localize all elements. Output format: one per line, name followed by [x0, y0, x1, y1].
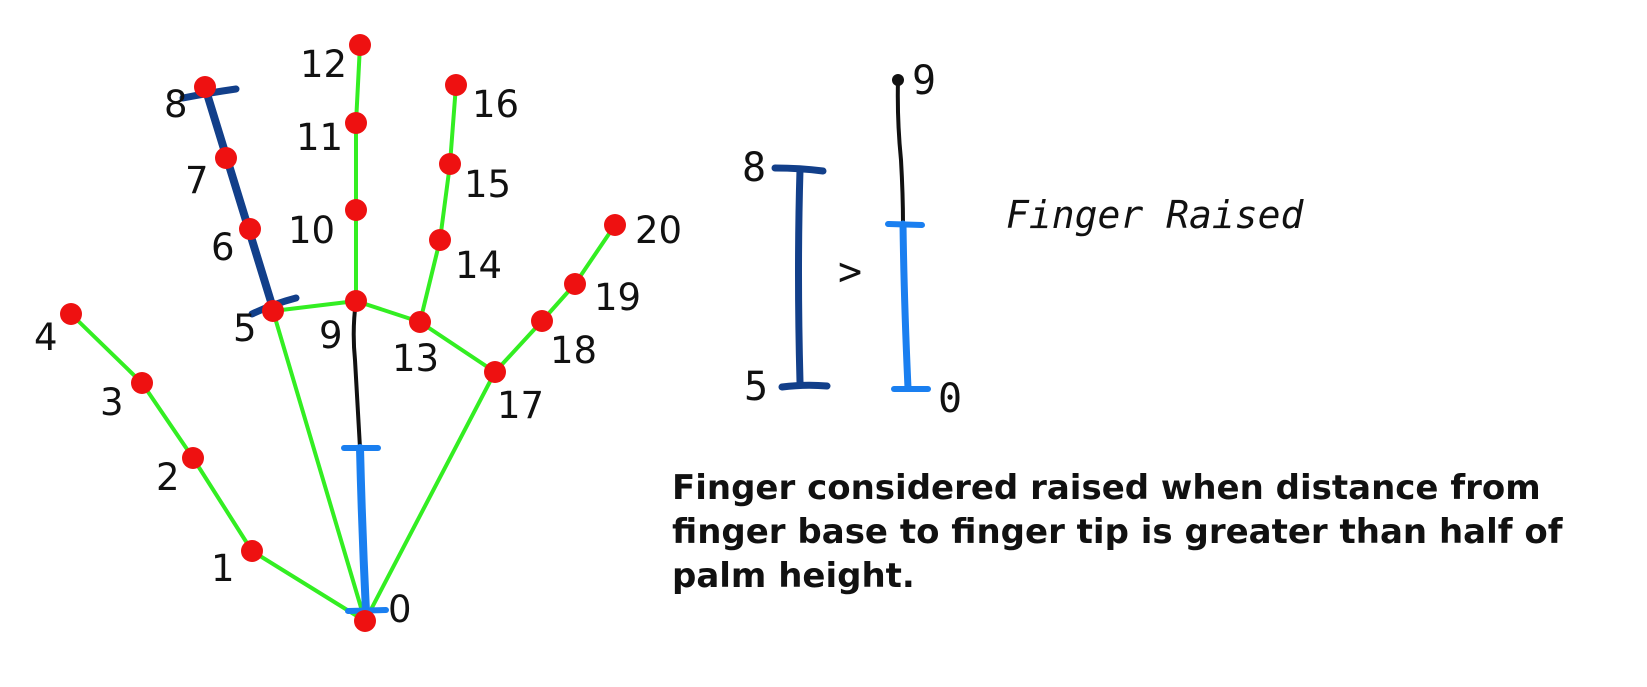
landmark-11-dot — [345, 112, 367, 134]
connection-1-2 — [191, 456, 254, 553]
landmark-points — [60, 34, 626, 632]
landmark-7-label: 7 — [185, 159, 209, 202]
palm-guide-line — [351, 300, 362, 449]
landmark-18-label: 18 — [550, 329, 597, 372]
measurement-overlay — [179, 85, 389, 616]
landmark-18-dot — [531, 310, 553, 332]
landmark-5-dot — [262, 300, 284, 322]
connection-13-14 — [418, 238, 442, 324]
landmark-11-label: 11 — [296, 116, 343, 159]
landmark-20-dot — [604, 214, 626, 236]
comparison-illustration: 8 5 > 9 0 Finger Raised — [742, 58, 1305, 422]
connection-0-17 — [363, 370, 497, 623]
landmark-3-label: 3 — [100, 381, 124, 424]
connection-14-15 — [438, 162, 452, 242]
connection-15-16 — [448, 83, 458, 166]
landmark-16-label: 16 — [472, 83, 519, 126]
landmark-10-dot — [345, 199, 367, 221]
connection-11-12 — [354, 43, 362, 125]
landmark-19-dot — [564, 273, 586, 295]
landmark-6-dot — [239, 218, 261, 240]
landmark-4-dot — [60, 303, 82, 325]
greater-than-symbol: > — [838, 249, 862, 295]
finger-bottom-cap — [778, 381, 831, 391]
landmark-19-label: 19 — [594, 276, 641, 319]
landmark-17-dot — [484, 361, 506, 383]
finger-length-bar — [795, 166, 804, 386]
finger-bottom-label: 5 — [744, 364, 768, 410]
index-finger-measure — [204, 93, 276, 309]
landmark-14-label: 14 — [455, 244, 502, 287]
connection-17-18 — [493, 319, 544, 374]
palm-bottom-label: 0 — [938, 376, 962, 422]
landmark-17-label: 17 — [497, 384, 544, 427]
finger-top-cap — [771, 164, 827, 175]
landmark-12-label: 12 — [300, 43, 347, 86]
landmark-10-label: 10 — [288, 209, 335, 252]
palm-top-label: 9 — [912, 58, 936, 104]
connection-2-3 — [140, 381, 195, 460]
landmark-0-dot — [354, 610, 376, 632]
palm-half-bar — [899, 220, 912, 392]
landmark-15-label: 15 — [464, 163, 511, 206]
landmark-14-dot — [429, 229, 451, 251]
connection-9-13 — [354, 299, 422, 324]
connection-19-20 — [573, 223, 617, 286]
landmark-7-dot — [215, 147, 237, 169]
palm-guide-line — [895, 79, 905, 225]
landmark-2-label: 2 — [156, 456, 180, 499]
landmark-13-dot — [409, 311, 431, 333]
connection-5-9 — [271, 299, 358, 313]
landmark-20-label: 20 — [635, 209, 682, 252]
result-label: Finger Raised — [1006, 193, 1305, 237]
landmark-9-dot — [345, 290, 367, 312]
finger-top-label: 8 — [742, 145, 766, 191]
palm-half-measure — [356, 444, 370, 616]
caption-text: Finger considered raised when distance f… — [672, 468, 1563, 596]
landmark-8-label: 8 — [164, 83, 188, 126]
landmark-4-label: 4 — [34, 316, 58, 359]
connection-3-4 — [69, 312, 144, 385]
palm-mid-cap — [885, 221, 925, 228]
landmark-8-dot — [194, 76, 216, 98]
landmark-0-label: 0 — [388, 588, 412, 631]
connection-0-5 — [271, 309, 367, 623]
connection-13-17 — [418, 320, 497, 374]
landmark-13-label: 13 — [392, 337, 439, 380]
landmark-2-dot — [182, 447, 204, 469]
landmark-5-label: 5 — [233, 307, 257, 350]
landmark-1-dot — [241, 540, 263, 562]
landmark-3-dot — [131, 372, 153, 394]
landmark-9-label: 9 — [319, 314, 343, 357]
landmark-1-label: 1 — [211, 547, 235, 590]
landmark-6-label: 6 — [211, 226, 235, 269]
landmark-16-dot — [445, 74, 467, 96]
landmark-12-dot — [349, 34, 371, 56]
landmark-15-dot — [439, 153, 461, 175]
